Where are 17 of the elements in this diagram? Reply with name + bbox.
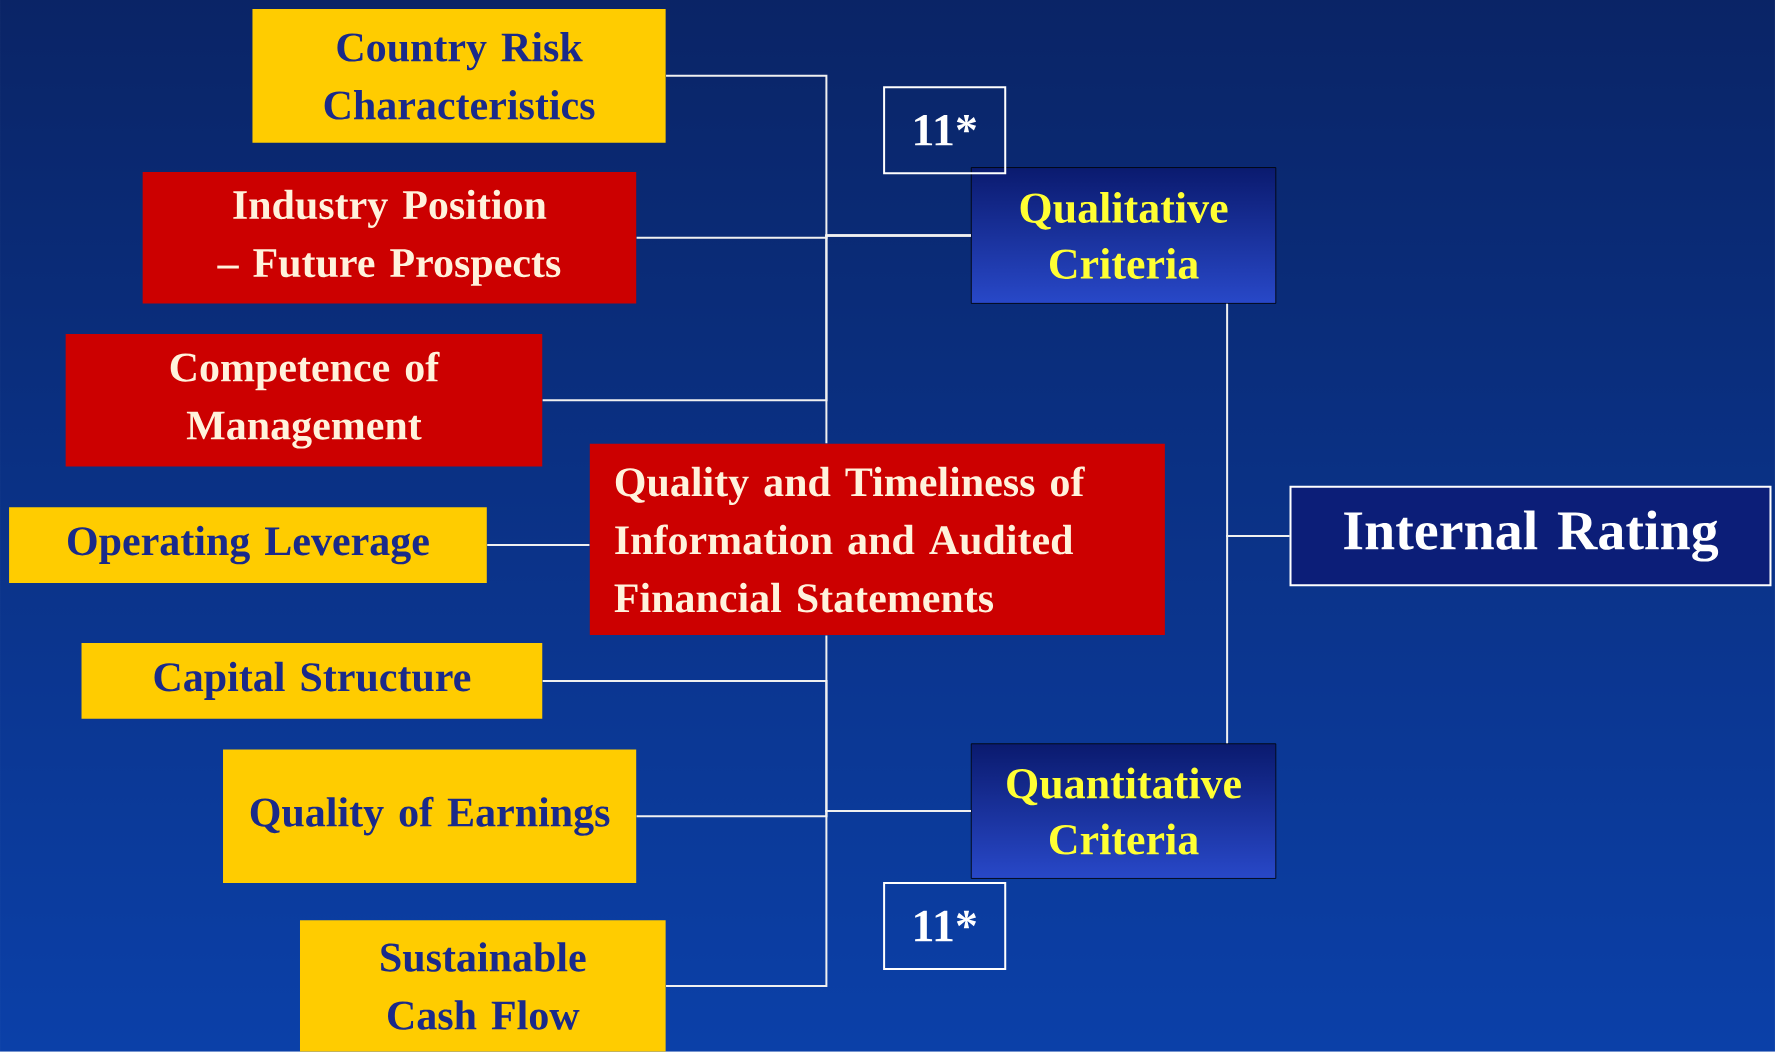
criterion-box: Industry Position – Future Prospects: [142, 172, 637, 304]
criterion-box: Quality and Timeliness of Information and Audited Financial Statements: [589, 443, 1165, 636]
connector-line: [1226, 535, 1291, 745]
criteria-box: Quantitative Criteria: [970, 743, 1277, 879]
criterion-box: Operating Leverage: [9, 507, 487, 584]
count-box: 11*: [883, 882, 1007, 971]
count-box: 11*: [883, 86, 1007, 175]
criterion-box: Country Risk Characteristics: [252, 9, 666, 143]
criteria-box: Qualitative Criteria: [970, 167, 1277, 304]
connector-line: [486, 544, 591, 547]
rating-box: Internal Rating: [1289, 485, 1772, 587]
criterion-box: Competence of Management: [65, 334, 543, 467]
criterion-box: Sustainable Cash Flow: [300, 920, 666, 1052]
connector-line: [825, 234, 972, 445]
connector-line: [665, 810, 972, 988]
criterion-box: Quality of Earnings: [223, 749, 637, 884]
criterion-box: Capital Structure: [81, 643, 543, 719]
